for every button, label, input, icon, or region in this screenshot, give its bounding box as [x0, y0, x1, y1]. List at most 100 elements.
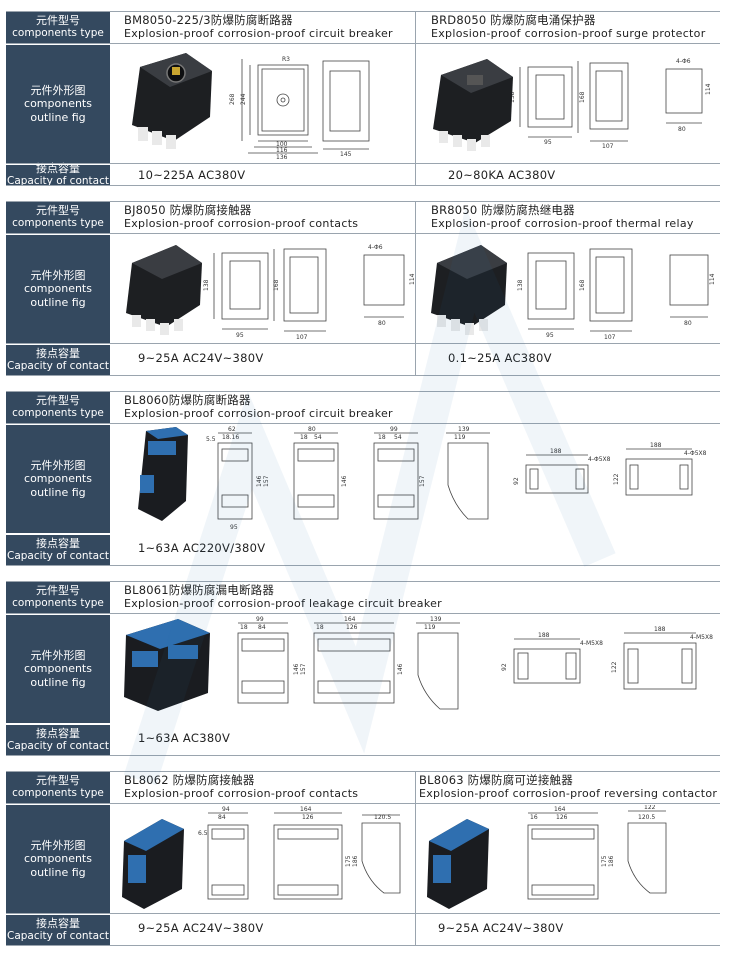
svg-text:80: 80	[308, 426, 316, 433]
svg-text:94: 94	[222, 806, 230, 813]
svg-text:84: 84	[218, 814, 226, 821]
svg-text:18: 18	[378, 434, 386, 441]
svg-text:114: 114	[409, 273, 416, 285]
product-block-5: 元件型号 components type 元件外形图 components ou…	[6, 771, 720, 946]
svg-text:122: 122	[613, 473, 620, 485]
product-photo	[433, 59, 513, 151]
svg-text:168: 168	[579, 279, 586, 291]
label-outline: 元件外形图 components outline fig	[6, 425, 110, 533]
model-desc: Explosion-proof corrosion-proof surge pr…	[431, 27, 706, 40]
svg-text:126: 126	[346, 624, 358, 631]
dimension-drawing	[217, 432, 693, 520]
svg-text:95: 95	[546, 332, 554, 339]
product-photo	[126, 245, 202, 335]
model-desc: Explosion-proof corrosion-proof thermal …	[431, 217, 694, 230]
capacity-value: 0.1~25A AC380V	[448, 351, 552, 365]
dimension-drawing	[207, 810, 667, 900]
label-type: 元件型号 components type	[6, 201, 110, 233]
model-title: BRD8050 防爆防腐电涌保护器	[431, 13, 596, 27]
svg-text:126: 126	[556, 814, 568, 821]
svg-text:4-Φ6: 4-Φ6	[676, 58, 691, 65]
svg-text:188: 188	[538, 632, 550, 639]
label-outline: 元件外形图 components outline fig	[6, 805, 110, 913]
svg-text:139: 139	[430, 616, 442, 623]
product-photo	[138, 427, 188, 521]
product-photo	[122, 819, 184, 909]
svg-text:146: 146	[256, 475, 263, 487]
svg-text:168: 168	[579, 91, 586, 103]
svg-text:16: 16	[530, 814, 538, 821]
svg-text:164: 164	[300, 806, 312, 813]
model-desc: Explosion-proof corrosion-proof contacts	[124, 787, 359, 800]
svg-text:175: 175	[345, 855, 352, 867]
product-block-3: 元件型号 components type 元件外形图 components ou…	[6, 391, 720, 566]
svg-text:157: 157	[300, 663, 307, 675]
capacity-value: 9~25A AC24V~380V	[138, 921, 264, 935]
label-capacity: 接点容量 Capacity of contact	[6, 725, 110, 755]
label-capacity: 接点容量 Capacity of contact	[6, 535, 110, 565]
capacity-value: 1~63A AC380V	[138, 731, 231, 745]
model-desc: Explosion-proof corrosion-proof reversin…	[419, 787, 718, 800]
product-photo	[427, 819, 489, 909]
svg-text:119: 119	[454, 434, 466, 441]
label-type: 元件型号 components type	[6, 771, 110, 803]
svg-text:18: 18	[240, 624, 248, 631]
svg-text:157: 157	[419, 475, 426, 487]
svg-text:80: 80	[378, 320, 386, 327]
model-title: BJ8050 防爆防腐接触器	[124, 203, 252, 217]
svg-text:244: 244	[240, 93, 247, 105]
svg-text:4-M5X8: 4-M5X8	[580, 640, 603, 647]
model-title: BL8062 防爆防腐接触器	[124, 773, 255, 787]
model-desc: Explosion-proof corrosion-proof circuit …	[124, 27, 393, 40]
svg-text:122: 122	[644, 805, 656, 811]
svg-text:100: 100	[276, 141, 288, 148]
svg-text:145: 145	[340, 151, 352, 158]
svg-text:R3: R3	[282, 56, 290, 63]
svg-text:54: 54	[394, 434, 402, 441]
label-outline: 元件外形图 components outline fig	[6, 615, 110, 723]
svg-text:186: 186	[608, 855, 615, 867]
dimension-drawing	[241, 59, 703, 154]
svg-text:84: 84	[258, 624, 266, 631]
svg-text:99: 99	[256, 616, 264, 623]
svg-text:5.5: 5.5	[206, 436, 216, 443]
svg-text:18.16: 18.16	[222, 434, 239, 441]
svg-text:122: 122	[611, 661, 618, 673]
svg-text:4-M5X8: 4-M5X8	[690, 634, 713, 641]
svg-text:168: 168	[273, 279, 280, 291]
svg-text:92: 92	[513, 477, 520, 485]
product-block-2: 元件型号 components type 元件外形图 components ou…	[6, 201, 720, 376]
svg-text:95: 95	[236, 332, 244, 339]
svg-text:126: 126	[302, 814, 314, 821]
model-title: BL8063 防爆防腐可逆接触器	[419, 773, 573, 787]
svg-text:186: 186	[352, 855, 359, 867]
svg-text:139: 139	[458, 426, 470, 433]
svg-text:188: 188	[654, 626, 666, 633]
model-title: BR8050 防爆防腐热继电器	[431, 203, 575, 217]
svg-text:4-Φ6: 4-Φ6	[368, 244, 383, 251]
product-block-1: 元件型号 components type 元件外形图 components ou…	[6, 11, 720, 187]
svg-text:116: 116	[276, 147, 288, 154]
dimension-drawing	[237, 622, 697, 710]
svg-text:95: 95	[544, 139, 552, 146]
svg-text:138: 138	[203, 279, 210, 291]
label-type: 元件型号 components type	[6, 11, 110, 43]
model-title: BM8050-225/3防爆防腐断路器	[124, 13, 293, 27]
capacity-value: 9~25A AC24V~380V	[438, 921, 564, 935]
dimension-drawing	[213, 248, 709, 332]
capacity-value: 1~63A AC220V/380V	[138, 541, 266, 555]
svg-text:95: 95	[230, 524, 238, 531]
svg-text:146: 146	[293, 663, 300, 675]
svg-text:18: 18	[316, 624, 324, 631]
svg-text:92: 92	[501, 663, 508, 671]
svg-text:6.5: 6.5	[198, 830, 208, 837]
svg-text:188: 188	[550, 448, 562, 455]
svg-text:107: 107	[602, 143, 614, 150]
svg-text:164: 164	[554, 806, 566, 813]
svg-text:80: 80	[678, 126, 686, 133]
label-capacity: 接点容量 Capacity of contact	[6, 162, 110, 187]
